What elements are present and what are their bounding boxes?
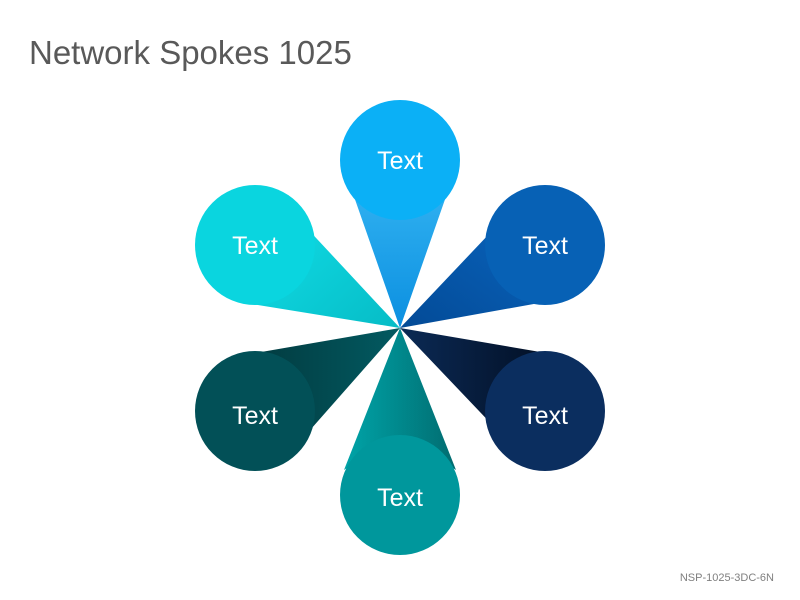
node-label: Text [522,402,568,430]
node-top-right[interactable]: Text [485,185,605,305]
node-circle [340,100,460,220]
node-circle [340,435,460,555]
page-title: Network Spokes 1025 [29,34,352,71]
spoke-bottom-right [400,328,552,454]
node-circle [485,351,605,471]
node-circle [195,185,315,305]
node-label: Text [522,232,568,260]
node-label: Text [377,484,423,512]
node-top-left[interactable]: Text [195,185,315,305]
node-circle [485,185,605,305]
spoke-bottom-left [250,328,400,446]
node-label: Text [377,147,423,175]
node-bottom-left[interactable]: Text [195,351,315,471]
node-circle [195,351,315,471]
node-bottom-right[interactable]: Text [485,351,605,471]
node-label: Text [232,402,278,430]
diagram-code: NSP-1025-3DC-6N [679,572,774,584]
node-top[interactable]: Text [340,100,460,220]
node-bottom[interactable]: Text [340,435,460,555]
node-label: Text [232,232,278,260]
spoke-bottom [344,328,456,470]
